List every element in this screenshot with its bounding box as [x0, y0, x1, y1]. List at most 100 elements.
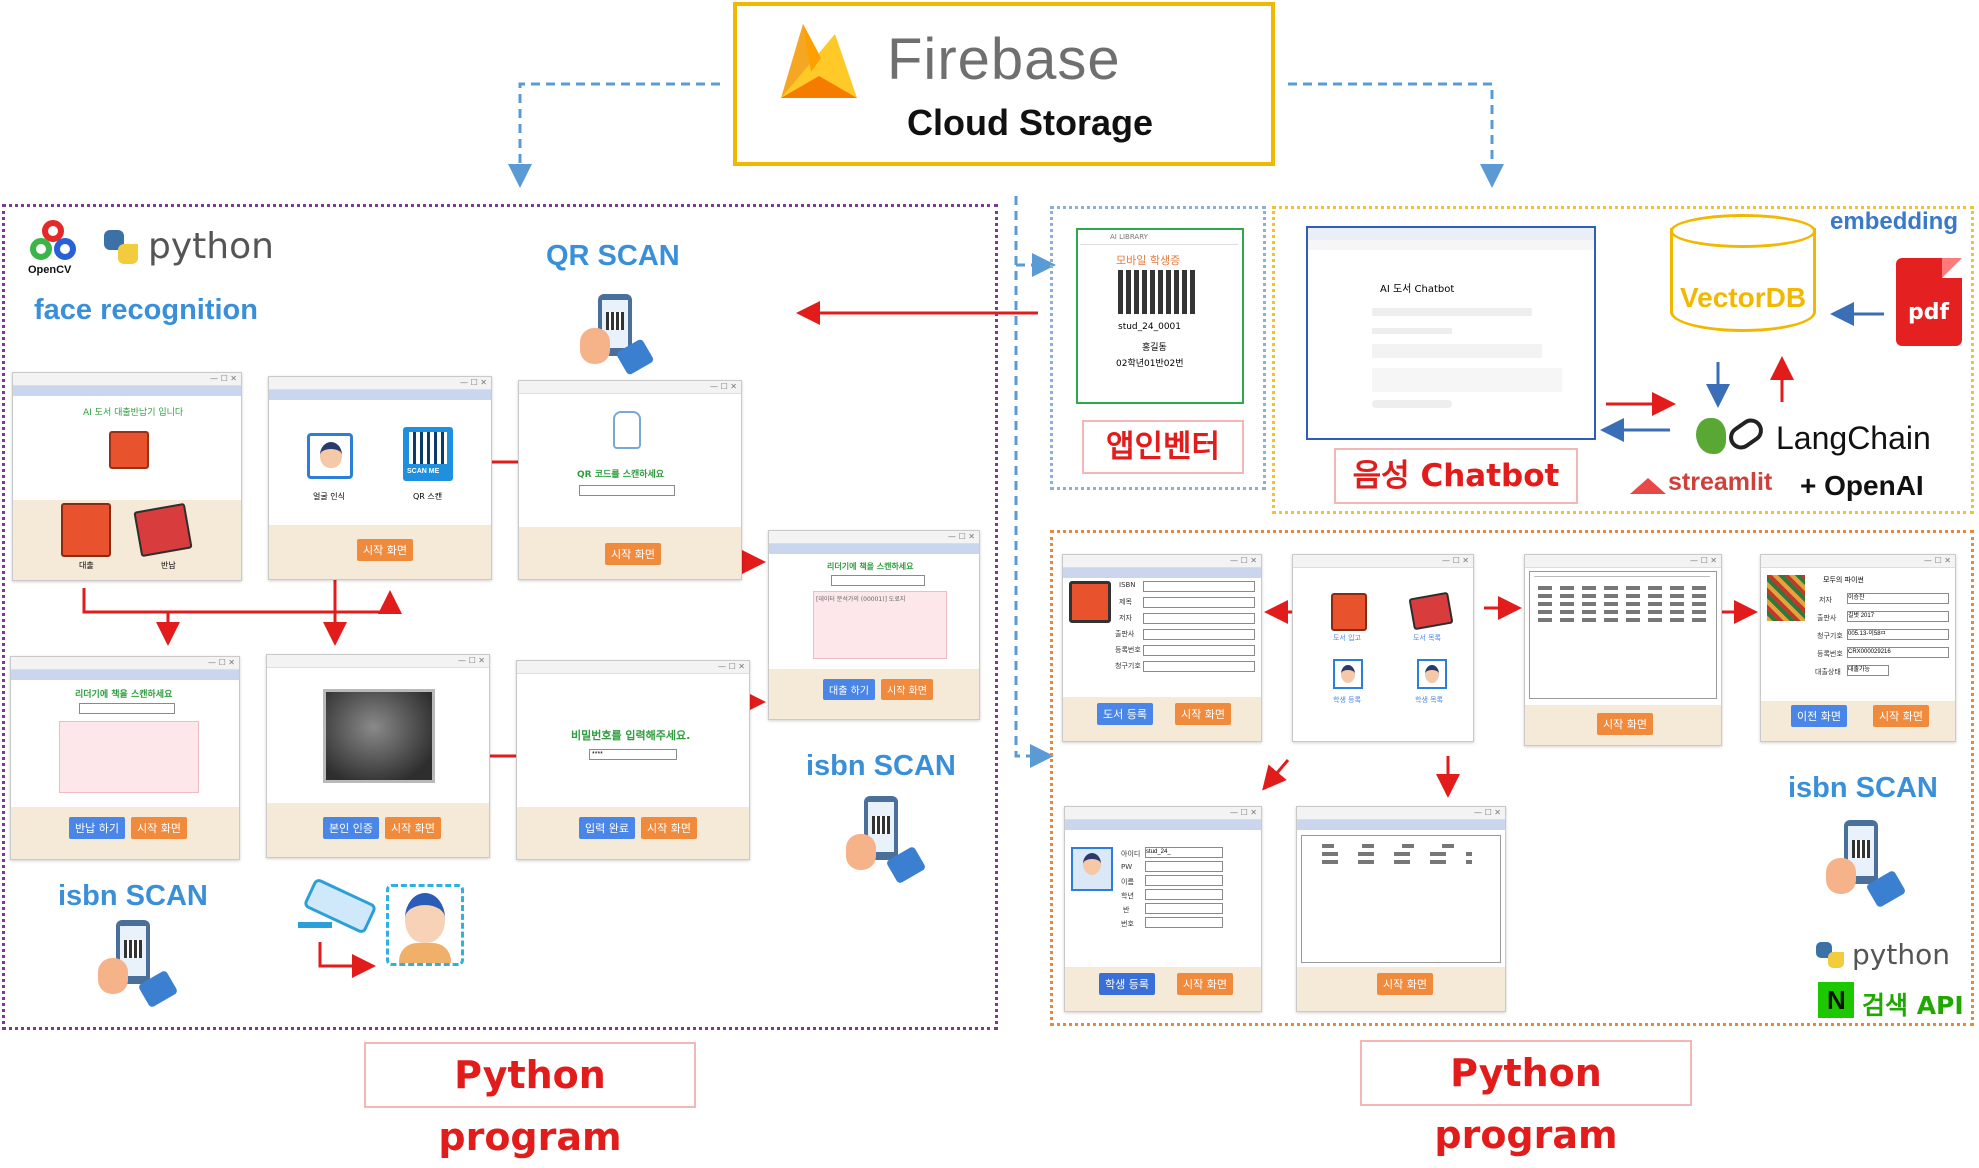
naver-logo-icon: N: [1818, 982, 1854, 1018]
submit-button[interactable]: 입력 완료: [579, 817, 635, 839]
vectordb-text: VectorDB: [1680, 282, 1807, 313]
qr-prompt: QR 코드를 스캔하세요: [577, 470, 665, 480]
class-info: 02학년01반02번: [1116, 359, 1184, 369]
python-wordmark: python: [148, 226, 274, 267]
student-list-label: 학생 목록: [1415, 696, 1443, 704]
lend-isbn-input[interactable]: [831, 575, 925, 586]
chatbot-title: AI 도서 Chatbot: [1380, 284, 1455, 295]
qr-code-icon: [1118, 270, 1196, 314]
previous-button[interactable]: 이전 화면: [1791, 705, 1847, 727]
cctv-camera-icon: [296, 877, 378, 944]
start-screen-button[interactable]: 시작 화면: [1175, 703, 1231, 725]
start-screen-button[interactable]: 시작 화면: [1873, 705, 1929, 727]
opencv-red-ring: [42, 220, 64, 242]
isbn-scan-label-left: isbn SCAN: [58, 880, 208, 912]
student-register-label: 학생 등록: [1333, 696, 1361, 704]
book-icon: [109, 431, 149, 469]
start-screen-button[interactable]: 시작 화면: [385, 817, 441, 839]
book-in-label: 도서 입고: [1333, 634, 1361, 642]
start-screen-button[interactable]: 시작 화면: [881, 679, 933, 700]
window-lend-return-menu: — ☐ ✕ AI 도서 대출반납기 입니다 대출 반납: [12, 372, 242, 581]
opencv-green-ring: [30, 238, 52, 260]
pdf-icon: pdf: [1896, 258, 1962, 346]
face-scan-icon[interactable]: [307, 433, 353, 479]
window-qr-scan: — ☐ ✕ QR 코드를 스캔하세요 시작 화면: [518, 380, 742, 580]
book-list-label: 도서 목록: [1413, 634, 1441, 642]
card-title: 모바일 학생증: [1116, 254, 1181, 267]
window-face-verify: — ☐ ✕ 본인 인증 시작 화면: [266, 654, 490, 858]
voice-chatbot-label: 음성 Chatbot: [1334, 448, 1578, 504]
opencv-logo: OpenCV: [28, 220, 80, 280]
firebase-to-left-connector: [508, 82, 720, 188]
app-header: AI LIBRARY: [1110, 233, 1148, 241]
student-table: [1301, 835, 1501, 963]
window-return-scan: — ☐ ✕ 리더기에 책을 스캔하세요 반납 하기 시작 화면: [10, 656, 240, 860]
book-cover-icon: [1767, 575, 1805, 621]
book-icon: [1069, 581, 1111, 623]
left-program-border: [2, 204, 998, 1030]
password-input[interactable]: ****: [589, 749, 677, 760]
python-wordmark: python: [1852, 938, 1950, 971]
window-book-list: — ☐ ✕ 시작 화면: [1524, 554, 1722, 746]
lend-label: 대출: [79, 561, 94, 570]
langchain-parrot-icon: [1696, 418, 1726, 454]
lend-book-icon[interactable]: [61, 503, 111, 557]
start-screen-button[interactable]: 시작 화면: [1177, 973, 1233, 995]
start-screen-button[interactable]: 시작 화면: [357, 539, 413, 561]
start-screen-button[interactable]: 시작 화면: [641, 817, 697, 839]
start-screen-button[interactable]: 시작 화면: [1377, 973, 1433, 995]
phone-scan-icon: [1826, 820, 1908, 912]
return-button[interactable]: 반납 하기: [69, 817, 125, 839]
openai-label: + OpenAI: [1800, 470, 1924, 501]
embedding-label: embedding: [1830, 208, 1959, 235]
book-in-icon[interactable]: [1331, 593, 1367, 631]
book-list-icon[interactable]: [1408, 591, 1454, 631]
streamlit-label: streamlit: [1668, 468, 1773, 496]
student-register-button[interactable]: 학생 등록: [1099, 973, 1155, 995]
connectors: [82, 82, 1884, 978]
qr-scan-me-icon[interactable]: SCAN ME: [403, 427, 453, 481]
start-screen-button[interactable]: 시작 화면: [605, 543, 661, 565]
face-scan-large-icon: [386, 884, 464, 966]
qr-input[interactable]: [579, 485, 675, 496]
password-prompt: 비밀번호를 입력해주세요.: [571, 729, 691, 742]
phone-scan-icon: [580, 294, 655, 378]
student-register-icon[interactable]: [1333, 659, 1363, 689]
lend-button[interactable]: 대출 하기: [823, 679, 875, 700]
phone-scan-icon: [98, 920, 180, 1012]
chatbot-browser-window: AI 도서 Chatbot: [1306, 226, 1596, 440]
chatbot-border: [1272, 206, 1974, 514]
window-password: — ☐ ✕ 비밀번호를 입력해주세요. **** 입력 완료 시작 화면: [516, 660, 750, 860]
mobile-id-card: AI LIBRARY 모바일 학생증 stud_24_0001 홍길동 02학년…: [1076, 228, 1244, 404]
book-table: [1529, 571, 1717, 699]
left-section-label: Python program: [364, 1042, 696, 1159]
start-screen-button[interactable]: 시작 화면: [131, 817, 187, 839]
lend-prompt: 리더기에 책을 스캔하세요: [827, 562, 914, 571]
student-name: 홍길동: [1142, 343, 1167, 353]
return-isbn-input[interactable]: [79, 703, 175, 714]
window-student-list: — ☐ ✕ 시작 화면: [1296, 806, 1506, 1012]
return-book-icon[interactable]: [133, 502, 193, 558]
streamlit-icon: [1630, 472, 1666, 494]
isbn-scan-label-right: isbn SCAN: [1788, 772, 1938, 804]
right-section-label: Python program: [1360, 1040, 1692, 1157]
appinventor-label: 앱인벤터: [1082, 420, 1244, 474]
window-management-menu: — ☐ ✕ 도서 입고 도서 목록 학생 등록 학생 목록: [1292, 554, 1474, 742]
face-option-label: 얼굴 인식: [313, 492, 345, 501]
start-screen-button[interactable]: 시작 화면: [1597, 713, 1653, 735]
firebase-brand: Firebase: [887, 27, 1121, 92]
python-icon-yellow: [118, 244, 138, 264]
vectordb-cylinder: VectorDB: [1670, 214, 1820, 346]
verify-button[interactable]: 본인 인증: [323, 817, 379, 839]
camera-preview: [323, 689, 435, 783]
opencv-label: OpenCV: [28, 264, 72, 276]
qr-scan-label: QR SCAN: [546, 240, 680, 272]
book-register-button[interactable]: 도서 등록: [1097, 703, 1153, 725]
student-list-icon[interactable]: [1417, 659, 1447, 689]
face-recognition-label: face recognition: [34, 294, 258, 326]
lend-log-text: [데이터 분석가의 (00001)] 도료지: [816, 596, 906, 603]
firebase-box: Firebase Cloud Storage: [733, 2, 1275, 166]
pdf-text: pdf: [1908, 300, 1950, 325]
book-detail-title: 모두의 파이썬: [1823, 576, 1864, 584]
scan-me-text: SCAN ME: [407, 468, 440, 475]
